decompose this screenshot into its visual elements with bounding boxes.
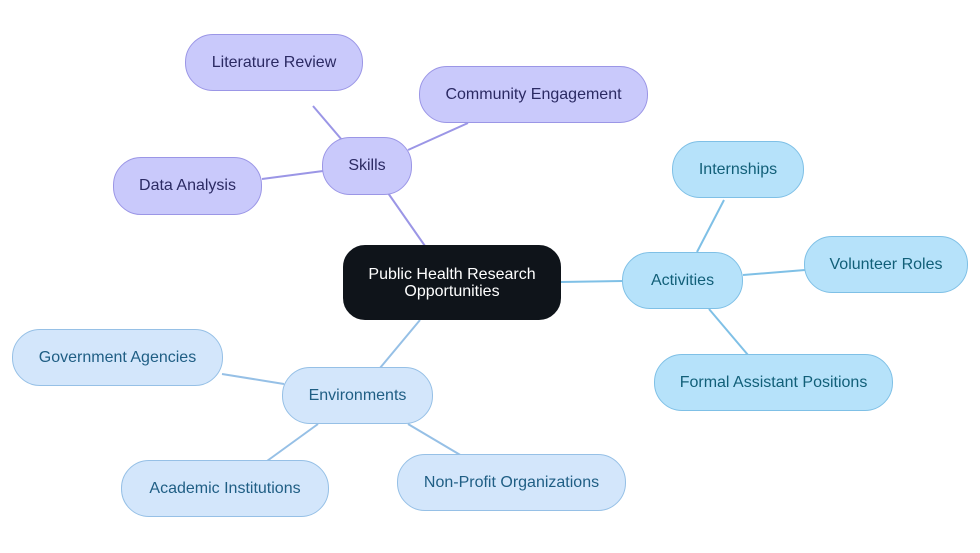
community-engagement-node: Community Engagement — [419, 66, 648, 123]
environments-node: Environments — [282, 367, 433, 424]
academic-institutions-label: Academic Institutions — [149, 479, 301, 497]
edge-environments-academic — [266, 423, 319, 462]
internships-label: Internships — [698, 160, 778, 178]
data-analysis-label: Data Analysis — [139, 177, 236, 194]
edge-skills-data — [261, 170, 324, 180]
non-profit-organizations-node: Non-Profit Organizations — [397, 454, 626, 511]
literature-review-node: Literature Review — [185, 34, 363, 91]
environments-label: Environments — [308, 386, 407, 404]
internships-node: Internships — [672, 141, 804, 198]
skills-label: Skills — [348, 157, 386, 174]
community-engagement-label: Community Engagement — [445, 85, 622, 103]
edge-environments-nonprofit — [407, 423, 463, 457]
edge-root-skills — [387, 192, 426, 247]
edge-root-environments — [379, 319, 421, 369]
formal-assistant-positions-node: Formal Assistant Positions — [654, 354, 893, 411]
academic-institutions-node: Academic Institutions — [121, 460, 329, 517]
volunteer-roles-node: Volunteer Roles — [804, 236, 968, 293]
skills-node: Skills — [322, 137, 412, 195]
edge-environments-government — [221, 373, 285, 385]
activities-node: Activities — [622, 252, 743, 309]
formal-assistant-positions-label: Formal Assistant Positions — [679, 373, 868, 391]
activities-label: Activities — [650, 271, 715, 289]
edge-root-activities — [559, 280, 624, 283]
government-agencies-node: Government Agencies — [12, 329, 223, 386]
government-agencies-label: Government Agencies — [38, 348, 197, 366]
edge-activities-internships — [696, 199, 725, 253]
edge-skills-literature — [312, 105, 343, 141]
root-node: Public Health Research Opportunities — [343, 245, 561, 320]
data-analysis-node: Data Analysis — [113, 157, 262, 215]
edge-skills-community — [407, 122, 469, 151]
root-label: Public Health Research Opportunities — [368, 265, 536, 300]
non-profit-organizations-label: Non-Profit Organizations — [423, 473, 600, 491]
edge-activities-formal — [708, 308, 749, 356]
edge-activities-volunteer — [742, 269, 806, 276]
volunteer-roles-label: Volunteer Roles — [829, 255, 943, 273]
literature-review-label: Literature Review — [211, 53, 337, 71]
